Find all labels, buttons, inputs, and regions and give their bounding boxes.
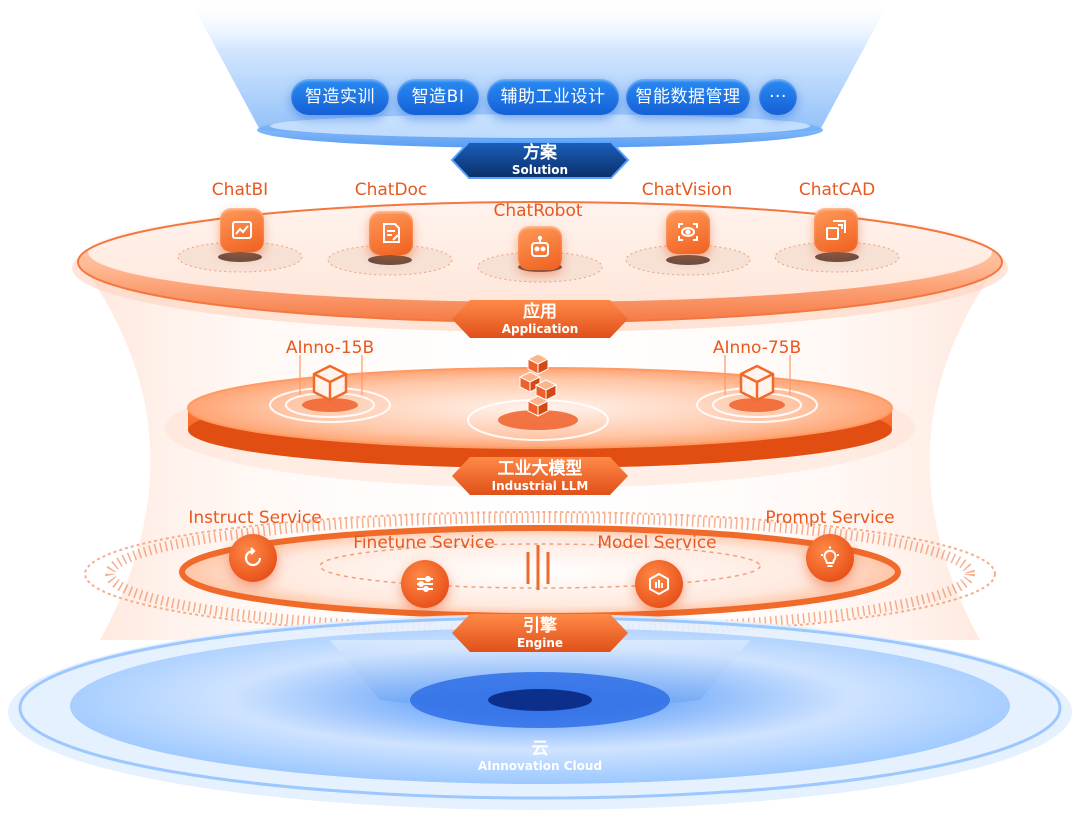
cloud-badge-zh: 云 [531,738,549,759]
application-badge: 应用 Application [452,300,628,338]
service-label-prompt: Prompt Service [765,508,895,528]
engine-badge-zh: 引擎 [523,615,557,636]
lightbulb-icon[interactable] [806,534,854,582]
app-label-chatbi: ChatBI [211,180,269,200]
llm-badge-zh: 工业大模型 [497,458,583,479]
service-label-finetune: Finetune Service [353,533,495,553]
sliders-icon[interactable] [401,560,449,608]
app-label-chatcad: ChatCAD [798,180,876,200]
app-label-chatrobot: ChatRobot [493,201,583,221]
solution-pill-3[interactable]: 辅助工业设计 [487,79,619,115]
model-label-75b: AInno-75B [712,338,802,358]
solution-badge-en: Solution [511,162,569,177]
refresh-icon[interactable] [229,534,277,582]
cloud-badge: 云 AInnovation Cloud [420,734,660,778]
application-badge-en: Application [501,321,579,336]
cube-icon[interactable] [736,362,778,404]
solution-badge-zh: 方案 [523,142,557,163]
llm-badge: 工业大模型 Industrial LLM [452,457,628,495]
stacked-cubes-icon[interactable] [516,352,560,418]
application-badge-zh: 应用 [523,301,557,322]
app-label-chatvision: ChatVision [641,180,733,200]
solution-pill-more[interactable]: ··· [759,79,797,115]
llm-badge-en: Industrial LLM [491,478,589,493]
service-label-instruct: Instruct Service [188,508,322,528]
cloud-badge-en: AInnovation Cloud [477,758,603,773]
document-edit-icon[interactable] [369,211,413,255]
chart-screen-icon[interactable] [220,208,264,252]
app-label-chatdoc: ChatDoc [354,180,428,200]
solution-pill-1[interactable]: 智造实训 [291,79,389,115]
cube-icon[interactable] [309,362,351,404]
robot-icon[interactable] [518,226,562,270]
solution-pill-4[interactable]: 智能数据管理 [626,79,750,115]
cad-resize-icon[interactable] [814,208,858,252]
eye-scan-icon[interactable] [666,210,710,254]
solution-pill-2[interactable]: 智造BI [397,79,479,115]
chart-box-icon[interactable] [635,560,683,608]
solution-badge: 方案 Solution [452,142,628,178]
engine-badge-en: Engine [516,635,564,650]
engine-badge: 引擎 Engine [452,614,628,652]
service-label-model: Model Service [597,533,717,553]
model-label-15b: AInno-15B [285,338,375,358]
